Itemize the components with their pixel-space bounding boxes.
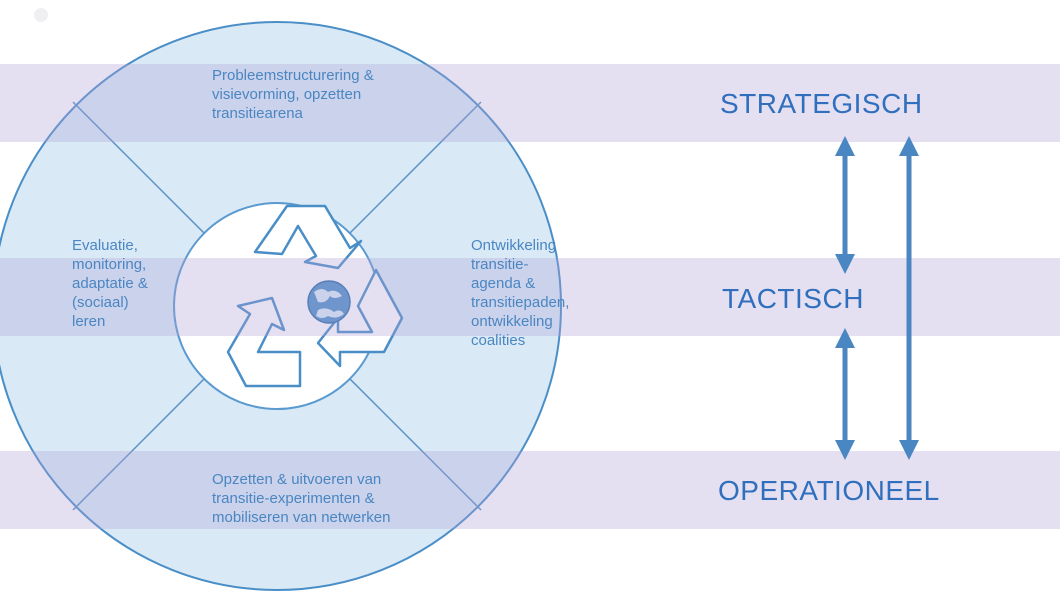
faint-dot [34,8,48,22]
level-operational-label: OPERATIONEEL [718,475,940,506]
level-strategic-label: STRATEGISCH [720,88,923,119]
band-tactical [0,258,1060,336]
segment-left-text: Evaluatie, monitoring, adaptatie & (soci… [72,237,148,330]
segment-bottom-text: Opzetten & uitvoeren van transitie-exper… [212,471,391,526]
band-strategic [0,64,1060,142]
band-operational [0,451,1060,529]
segment-right-text: Ontwikkeling transitie- agenda & transit… [471,237,570,349]
level-tactical-label: TACTISCH [722,283,864,314]
segment-top-text: Probleemstructurering & visievorming, op… [212,67,374,122]
